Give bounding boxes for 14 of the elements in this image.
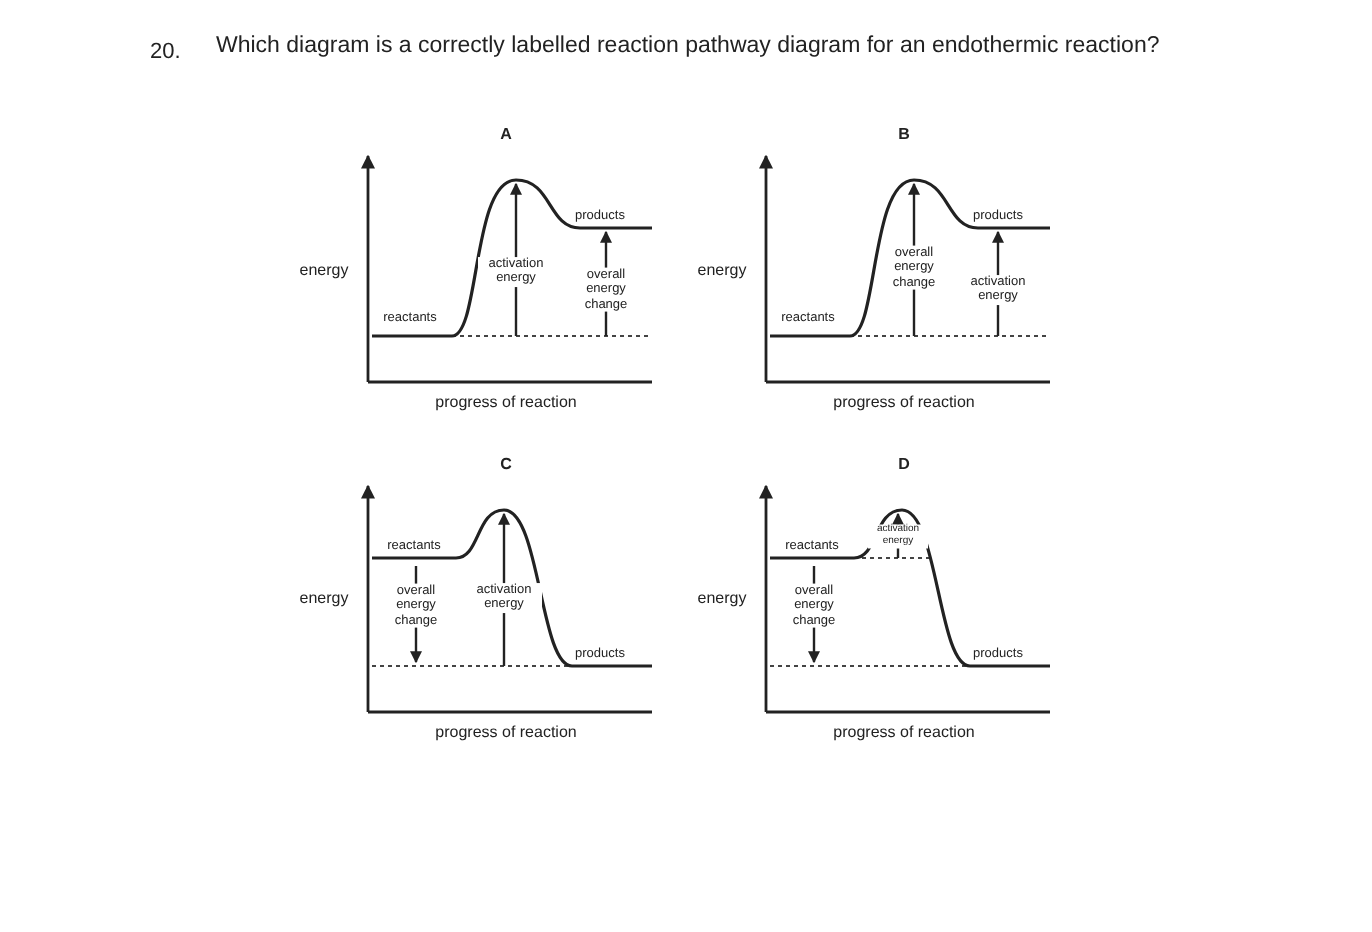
axis-label: progress of reaction <box>831 722 977 742</box>
option-letter: D <box>896 454 912 474</box>
axis-label: energy <box>695 260 749 280</box>
axis-label: progress of reaction <box>433 392 579 412</box>
option-letter: C <box>498 454 514 474</box>
axis-label: energy <box>297 588 351 608</box>
question-number: 20. <box>150 40 181 66</box>
axis-label: energy <box>695 588 749 608</box>
axis-label: progress of reaction <box>433 722 579 742</box>
axis-label: progress of reaction <box>831 392 977 412</box>
option-letter: A <box>498 124 514 144</box>
option-letter: B <box>896 124 912 144</box>
axis-label: energy <box>297 260 351 280</box>
question-text: Which diagram is a correctly labelled reaction pathway diagram for an endothermic reaction? <box>216 34 1160 61</box>
